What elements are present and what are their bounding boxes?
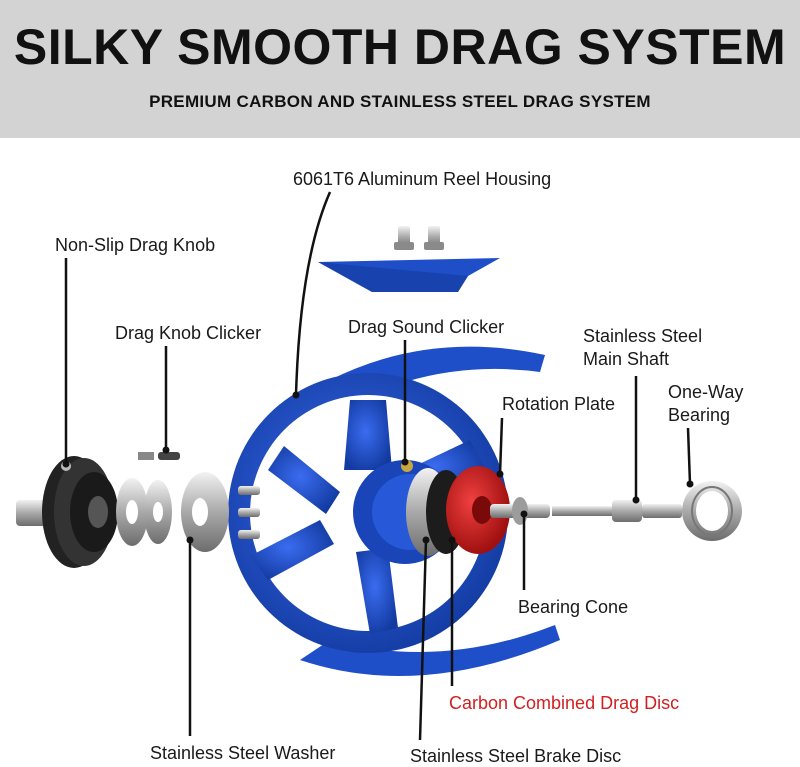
label-brake-disc: Stainless Steel Brake Disc <box>410 745 621 767</box>
label-carbon-disc: Carbon Combined Drag Disc <box>449 692 679 714</box>
label-bearing-cone: Bearing Cone <box>518 596 628 618</box>
label-main-shaft-line2: Main Shaft <box>583 348 669 370</box>
label-sound-clicker: Drag Sound Clicker <box>348 316 504 338</box>
drag-knob-part <box>16 456 118 568</box>
label-washer: Stainless Steel Washer <box>150 742 335 764</box>
label-rotation-plate: Rotation Plate <box>502 393 615 415</box>
label-main-shaft-line1: Stainless Steel <box>583 325 702 347</box>
label-knob-clicker: Drag Knob Clicker <box>115 322 261 344</box>
washers-part <box>116 472 229 552</box>
housing-plate-part <box>318 226 500 292</box>
knob-clicker-part <box>138 452 180 460</box>
label-one-way-line2: Bearing <box>668 404 730 426</box>
label-one-way-line1: One-Way <box>668 381 743 403</box>
shaft-bearing-part <box>490 481 742 541</box>
label-housing: 6061T6 Aluminum Reel Housing <box>293 168 551 190</box>
label-drag-knob: Non-Slip Drag Knob <box>55 234 215 256</box>
